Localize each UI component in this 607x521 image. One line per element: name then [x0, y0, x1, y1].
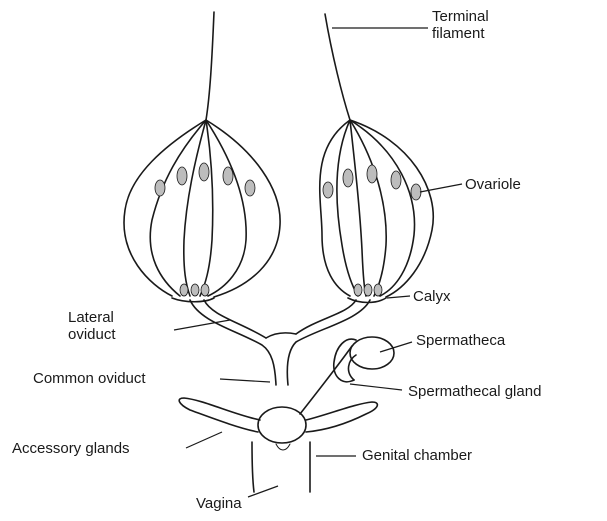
right-ovarioles: [320, 120, 434, 297]
right-terminal-filament: [325, 14, 350, 120]
left-ovary: [124, 12, 280, 302]
genital-chamber: [179, 398, 377, 492]
left-oocytes: [155, 163, 255, 296]
left-ovarioles: [124, 120, 280, 297]
leader-lines: [174, 28, 462, 497]
label-accessory-glands: Accessory glands: [12, 440, 130, 457]
label-genital-chamber: Genital chamber: [362, 447, 472, 464]
label-terminal-filament: Terminal filament: [432, 8, 489, 42]
label-ovariole: Ovariole: [465, 176, 521, 193]
label-spermathecal-gland: Spermathecal gland: [408, 383, 541, 400]
left-calyx: [172, 298, 214, 302]
label-common-oviduct: Common oviduct: [33, 370, 146, 387]
right-ovary: [320, 14, 434, 303]
label-vagina: Vagina: [196, 495, 242, 512]
spermatheca: [300, 337, 394, 414]
label-calyx: Calyx: [413, 288, 451, 305]
left-terminal-filament: [206, 12, 214, 120]
label-spermatheca: Spermatheca: [416, 332, 505, 349]
label-lateral-oviduct: Lateral oviduct: [68, 309, 116, 343]
right-calyx: [348, 298, 386, 303]
